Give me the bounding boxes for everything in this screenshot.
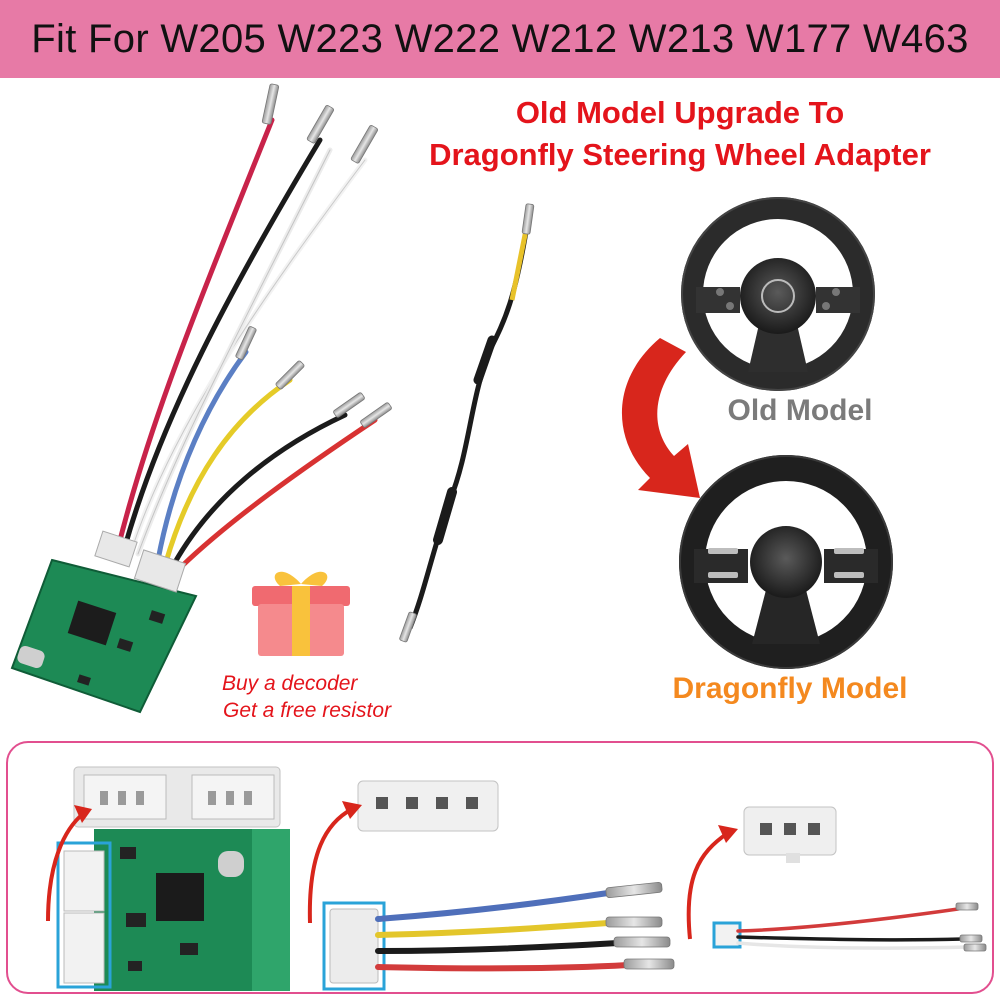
top-banner: Fit For W205 W223 W222 W212 W213 W177 W4… <box>0 0 1000 78</box>
old-steering-wheel-image <box>681 197 875 391</box>
promo-text: Buy a decoder Get a free resistor <box>212 670 442 724</box>
gift-icon <box>252 571 350 656</box>
promo-line-1: Buy a decoder <box>222 672 358 695</box>
resistor-cable-image <box>399 203 535 643</box>
connector-detail-illustrations <box>46 766 987 991</box>
headline-line-2: Dragonfly Steering Wheel Adapter <box>429 137 931 172</box>
connector-icon <box>686 806 987 952</box>
headline: Old Model Upgrade To Dragonfly Steering … <box>360 92 1000 176</box>
wire-harness-icon <box>307 780 675 991</box>
curved-arrow-icon <box>621 338 700 498</box>
circuit-board-icon <box>46 766 290 991</box>
decoder-harness-image <box>10 83 392 714</box>
dragonfly-model-label: Dragonfly Model <box>672 672 908 705</box>
promo-line-2: Get a free resistor <box>223 699 392 722</box>
connector-detail-panel <box>6 741 994 994</box>
old-model-label: Old Model <box>727 394 873 427</box>
compatibility-text: Fit For W205 W223 W222 W212 W213 W177 W4… <box>31 16 969 61</box>
headline-line-1: Old Model Upgrade To <box>515 95 845 130</box>
dragonfly-steering-wheel-image <box>679 455 893 669</box>
